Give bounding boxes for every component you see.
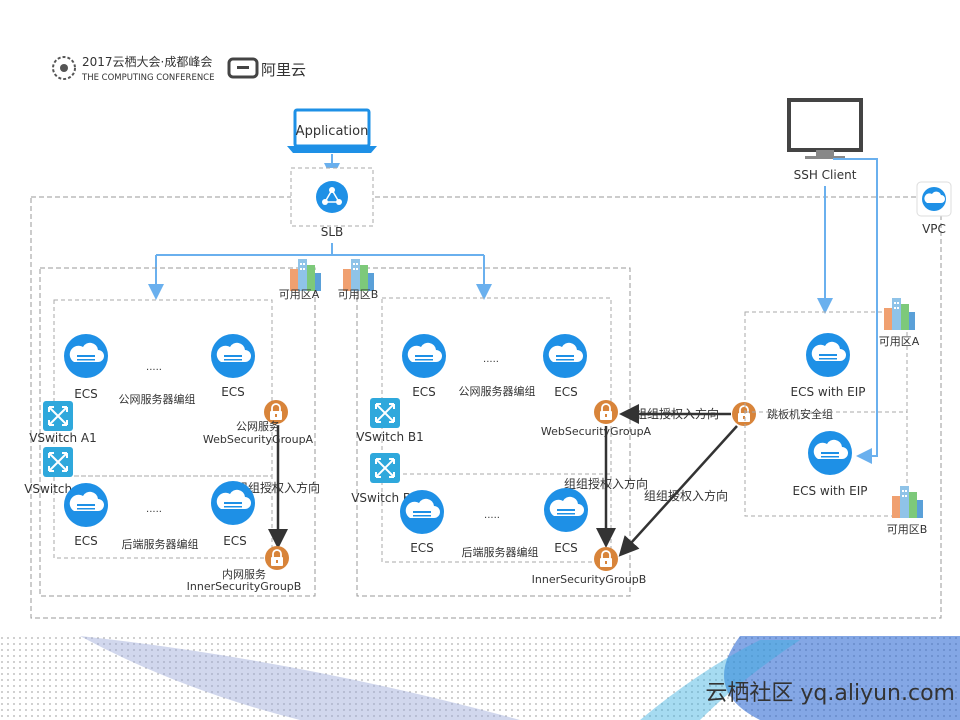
public-service-label: 公网服务 <box>236 420 280 433</box>
vswitch-icon <box>369 397 401 429</box>
vswitch-a1-label: VSwitch A1 <box>29 431 97 445</box>
web-sg-a-label: WebSecurityGroupA <box>203 433 314 446</box>
lock-icon <box>593 546 619 572</box>
conference-title: 2017云栖大会·成都峰会 <box>82 54 212 69</box>
lock-icon <box>593 399 619 425</box>
ecs-icon <box>402 334 446 378</box>
public-group-label: 公网服务器编组 <box>459 384 536 398</box>
ecs-icon <box>211 334 255 378</box>
watermark: 云栖社区 yq.aliyun.com <box>705 681 955 706</box>
building-icon <box>884 298 915 330</box>
inner-service-label: 内网服务 <box>222 567 266 581</box>
public-group-a-box <box>53 299 273 477</box>
zone-a-box <box>39 267 316 597</box>
building-icon <box>892 486 923 518</box>
ecs-icon <box>543 334 587 378</box>
ecs-icon <box>544 488 588 532</box>
ecs-label: ECS <box>74 534 98 548</box>
building-icon <box>343 259 374 291</box>
ellipsis: ..... <box>146 504 162 515</box>
vswitch-b2-label: VSwitch B2 <box>351 491 419 505</box>
group-auth-label: 组组授权入方向 <box>564 476 648 491</box>
group-auth-label: 组组授权入方向 <box>644 488 728 503</box>
vpc-icon <box>916 181 952 217</box>
zone-a-label: 可用区A <box>279 288 320 301</box>
ecs-label: ECS <box>223 534 247 548</box>
ecs-icon <box>400 490 444 534</box>
conference-logo <box>52 56 76 80</box>
ecs-eip-label: ECS with EIP <box>792 484 867 498</box>
slb-label: SLB <box>321 225 344 239</box>
backend-group-b-box <box>381 473 612 563</box>
zone-b-label: 可用区B <box>887 523 928 536</box>
ellipsis: ..... <box>146 362 162 373</box>
jump-host-box <box>744 311 908 517</box>
zone-a-label: 可用区A <box>879 335 920 348</box>
ecs-label: ECS <box>412 385 436 399</box>
inner-sg-b-label: InnerSecurityGroupB <box>532 573 647 586</box>
ecs-label: ECS <box>554 541 578 555</box>
lock-icon <box>731 401 757 427</box>
ecs-label: ECS <box>554 385 578 399</box>
monitor-icon <box>787 98 863 159</box>
group-auth-label: 组组授权入方向 <box>236 480 320 495</box>
aliyun-logo-icon <box>227 57 259 79</box>
vswitch-b1-label: VSwitch B1 <box>356 430 424 444</box>
group-auth-label: 组组授权入方向 <box>635 406 719 421</box>
inner-sg-b-label: InnerSecurityGroupB <box>187 580 302 593</box>
ecs-icon <box>808 431 852 475</box>
ellipsis: ..... <box>484 510 500 521</box>
vswitch-icon <box>42 446 74 478</box>
application-label: Application <box>296 124 369 139</box>
ecs-icon <box>64 334 108 378</box>
backend-group-a-box <box>53 475 273 559</box>
ellipsis: ..... <box>483 354 499 365</box>
brand-name: 阿里云 <box>261 61 306 79</box>
ssh-client-label: SSH Client <box>794 168 857 182</box>
ecs-icon <box>806 333 850 377</box>
vswitch-icon <box>42 400 74 432</box>
backend-group-label: 后端服务器编组 <box>462 545 539 559</box>
ecs-icon <box>211 481 255 525</box>
ecs-label: ECS <box>74 387 98 401</box>
vpc-boundary <box>30 196 942 619</box>
vswitch-icon <box>369 452 401 484</box>
jump-sg-label: 跳板机安全组 <box>767 407 833 421</box>
slb-icon <box>316 181 348 213</box>
public-group-label: 公网服务器编组 <box>119 392 196 406</box>
backend-group-label: 后端服务器编组 <box>122 537 199 551</box>
ecs-icon <box>64 483 108 527</box>
ecs-eip-label: ECS with EIP <box>790 385 865 399</box>
laptop-icon <box>287 108 377 153</box>
conference-subtitle: THE COMPUTING CONFERENCE <box>81 73 215 83</box>
ecs-label: ECS <box>221 385 245 399</box>
zone-b-box <box>356 267 631 597</box>
lock-icon <box>264 545 290 571</box>
web-sg-a-label: WebSecurityGroupA <box>541 425 652 438</box>
zone-b-label: 可用区B <box>338 288 379 301</box>
decorative-band <box>0 636 960 720</box>
vpc-label: VPC <box>922 222 946 236</box>
ecs-label: ECS <box>410 541 434 555</box>
building-icon <box>290 259 321 291</box>
